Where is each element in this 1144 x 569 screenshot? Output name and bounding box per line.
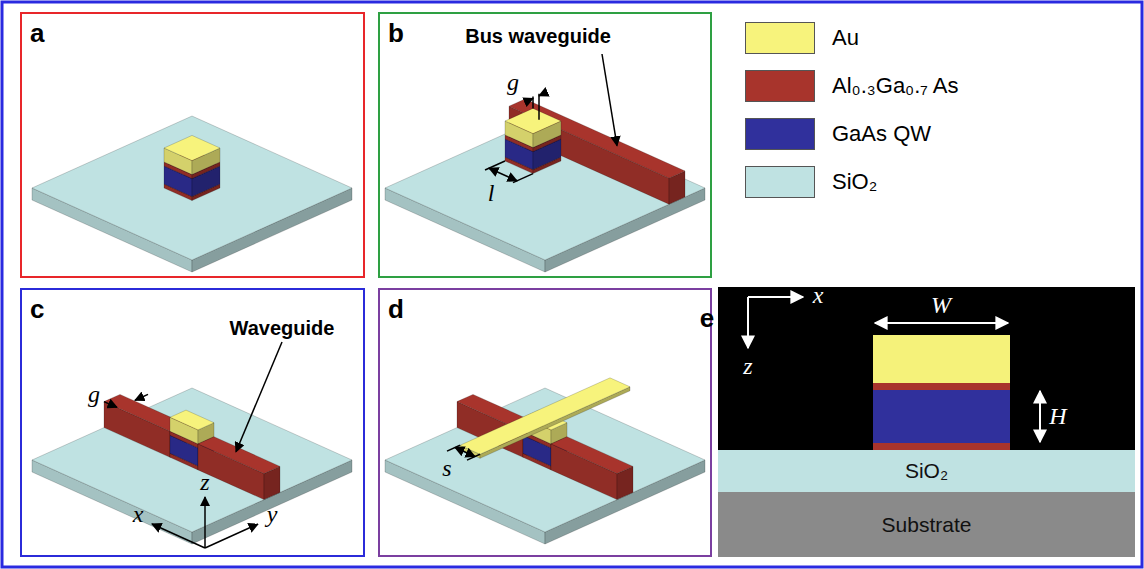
axis-arrow (152, 524, 205, 548)
panel-letter: e (700, 303, 714, 334)
substrate-band: Substrate (718, 492, 1135, 557)
dimension-label: W (931, 292, 951, 319)
legend-swatch (745, 22, 815, 54)
cross-section-ground (718, 287, 1135, 557)
axis-label: z (743, 353, 752, 380)
waveguide (198, 437, 280, 474)
gold-layer (505, 108, 561, 133)
gaas-layer (873, 390, 1010, 443)
legend-text: Au (832, 25, 859, 51)
width-arrow (104, 402, 117, 408)
band-label: Substrate (882, 513, 972, 537)
legend-swatch (745, 70, 815, 102)
panel-letter: a (30, 18, 44, 49)
panel-letter: b (388, 18, 404, 49)
width-arrow (135, 394, 148, 400)
gold-layer (164, 135, 220, 160)
callout-label: Waveguide (230, 317, 335, 340)
gap-arrow (525, 98, 533, 102)
gold-strip (460, 378, 630, 455)
legend-text: SiO₂ (832, 169, 877, 195)
dimension-label: g (88, 380, 100, 407)
axis-label: z (200, 469, 209, 496)
extension-line (538, 94, 540, 120)
width-arrow (875, 322, 1008, 324)
dimension-label: s (442, 455, 451, 482)
axis-label: x (133, 501, 144, 528)
silica-slab (32, 388, 352, 532)
silica-band: SiO₂ (718, 450, 1135, 492)
length-arrow (489, 168, 517, 181)
panel-letter: d (388, 294, 404, 325)
panel-frame: a (20, 12, 365, 278)
gold-layer (170, 410, 214, 430)
band-label: SiO₂ (905, 459, 948, 483)
algaas-layer (873, 383, 1010, 390)
legend-text: GaAs QW (832, 121, 931, 147)
panel-frame: d (378, 288, 712, 557)
cross-section-device (873, 335, 1010, 450)
extension-line (513, 174, 533, 183)
width-arrow (455, 448, 475, 457)
waveguide (551, 437, 633, 474)
legend-text: Al₀.₃Ga₀.₇ As (832, 73, 959, 99)
legend-swatch (745, 166, 815, 198)
leader-arrow (602, 54, 617, 146)
3d-scenes (32, 54, 705, 548)
gold-strip (480, 387, 630, 459)
dimension-label: g (507, 69, 519, 96)
callout-label: Bus waveguide (465, 25, 611, 48)
extension-line (485, 161, 505, 170)
axis-label: y (267, 501, 278, 528)
height-arrow (1039, 391, 1041, 442)
legend-swatch (745, 118, 815, 150)
axis-arrow (747, 297, 749, 348)
dimension-label: l (488, 179, 495, 206)
panel-frame: b (378, 12, 712, 278)
axis-arrow (204, 497, 206, 548)
leader-arrow (236, 342, 282, 452)
algaas-layer (873, 443, 1010, 450)
gold-layer (873, 335, 1010, 383)
axis-label: x (813, 282, 824, 309)
silica-slab (32, 116, 352, 260)
axis-arrow (205, 524, 258, 548)
dimension-label: H (1049, 403, 1066, 430)
panel-letter: c (30, 294, 44, 325)
gap-arrow (539, 92, 547, 96)
axis-arrow (748, 296, 803, 298)
